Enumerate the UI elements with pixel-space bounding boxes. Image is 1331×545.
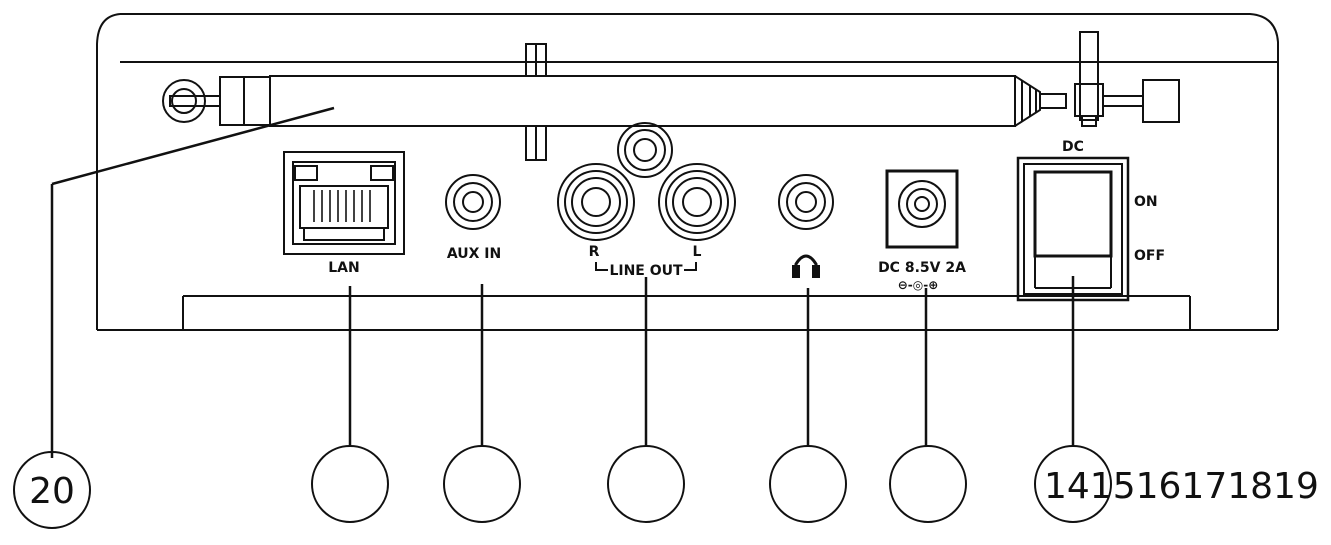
leader-lines: [50, 106, 1075, 458]
l-label: L: [693, 244, 702, 260]
dc-switch-label: DC: [1062, 139, 1084, 155]
line-out-r-jack: [557, 163, 635, 241]
lan-port: [283, 151, 405, 255]
polarity-symbol: ⊖-◎-⊕: [898, 278, 939, 292]
off-label: OFF: [1134, 248, 1165, 264]
r-label: R: [589, 244, 600, 260]
callout-circle-dc: [889, 445, 967, 523]
callout-number-row: 141516171819: [1044, 466, 1319, 507]
aux-in-jack: [445, 174, 501, 230]
callout-number-20: 20: [29, 471, 75, 512]
lan-label: LAN: [328, 260, 359, 276]
headphone-icon: [792, 254, 820, 278]
lan-pins: [313, 190, 371, 222]
callout-circle-lan: [311, 445, 389, 523]
headphone-jack: [778, 174, 834, 230]
callout-circle-aux: [443, 445, 521, 523]
center-jack: [617, 122, 673, 178]
dc-spec-label: DC 8.5V 2A: [878, 260, 966, 276]
line-out-l-jack: [658, 163, 736, 241]
dc-power-jack: [885, 169, 959, 249]
callout-circle-line-out: [607, 445, 685, 523]
callout-circle-switch: [1034, 445, 1112, 523]
callout-circle-headphone: [769, 445, 847, 523]
line-out-label: LINE OUT: [609, 263, 683, 279]
telescopic-antenna: [162, 31, 1180, 161]
on-label: ON: [1134, 194, 1158, 210]
aux-in-label: AUX IN: [447, 246, 501, 262]
callout-circle-20: [13, 451, 91, 529]
